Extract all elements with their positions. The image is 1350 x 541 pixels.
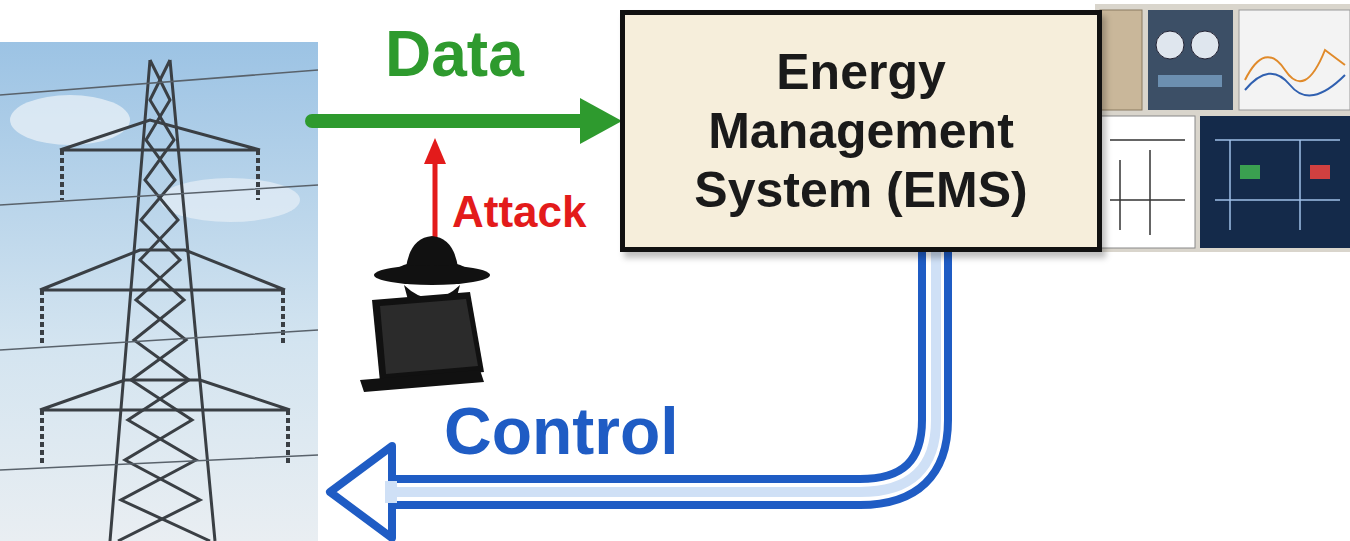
data-arrow [312, 98, 622, 144]
system-box: Energy Management System (EMS) [620, 10, 1102, 252]
tower-photo [0, 42, 318, 541]
control-label: Control [444, 398, 679, 464]
control-arrow [330, 244, 936, 538]
attack-label: Attack [452, 190, 587, 234]
data-label: Data [385, 22, 524, 86]
box-title: Energy Management System (EMS) [625, 33, 1097, 230]
screens-image [1095, 4, 1350, 252]
attack-arrow [424, 138, 446, 250]
hacker-icon [360, 236, 490, 392]
